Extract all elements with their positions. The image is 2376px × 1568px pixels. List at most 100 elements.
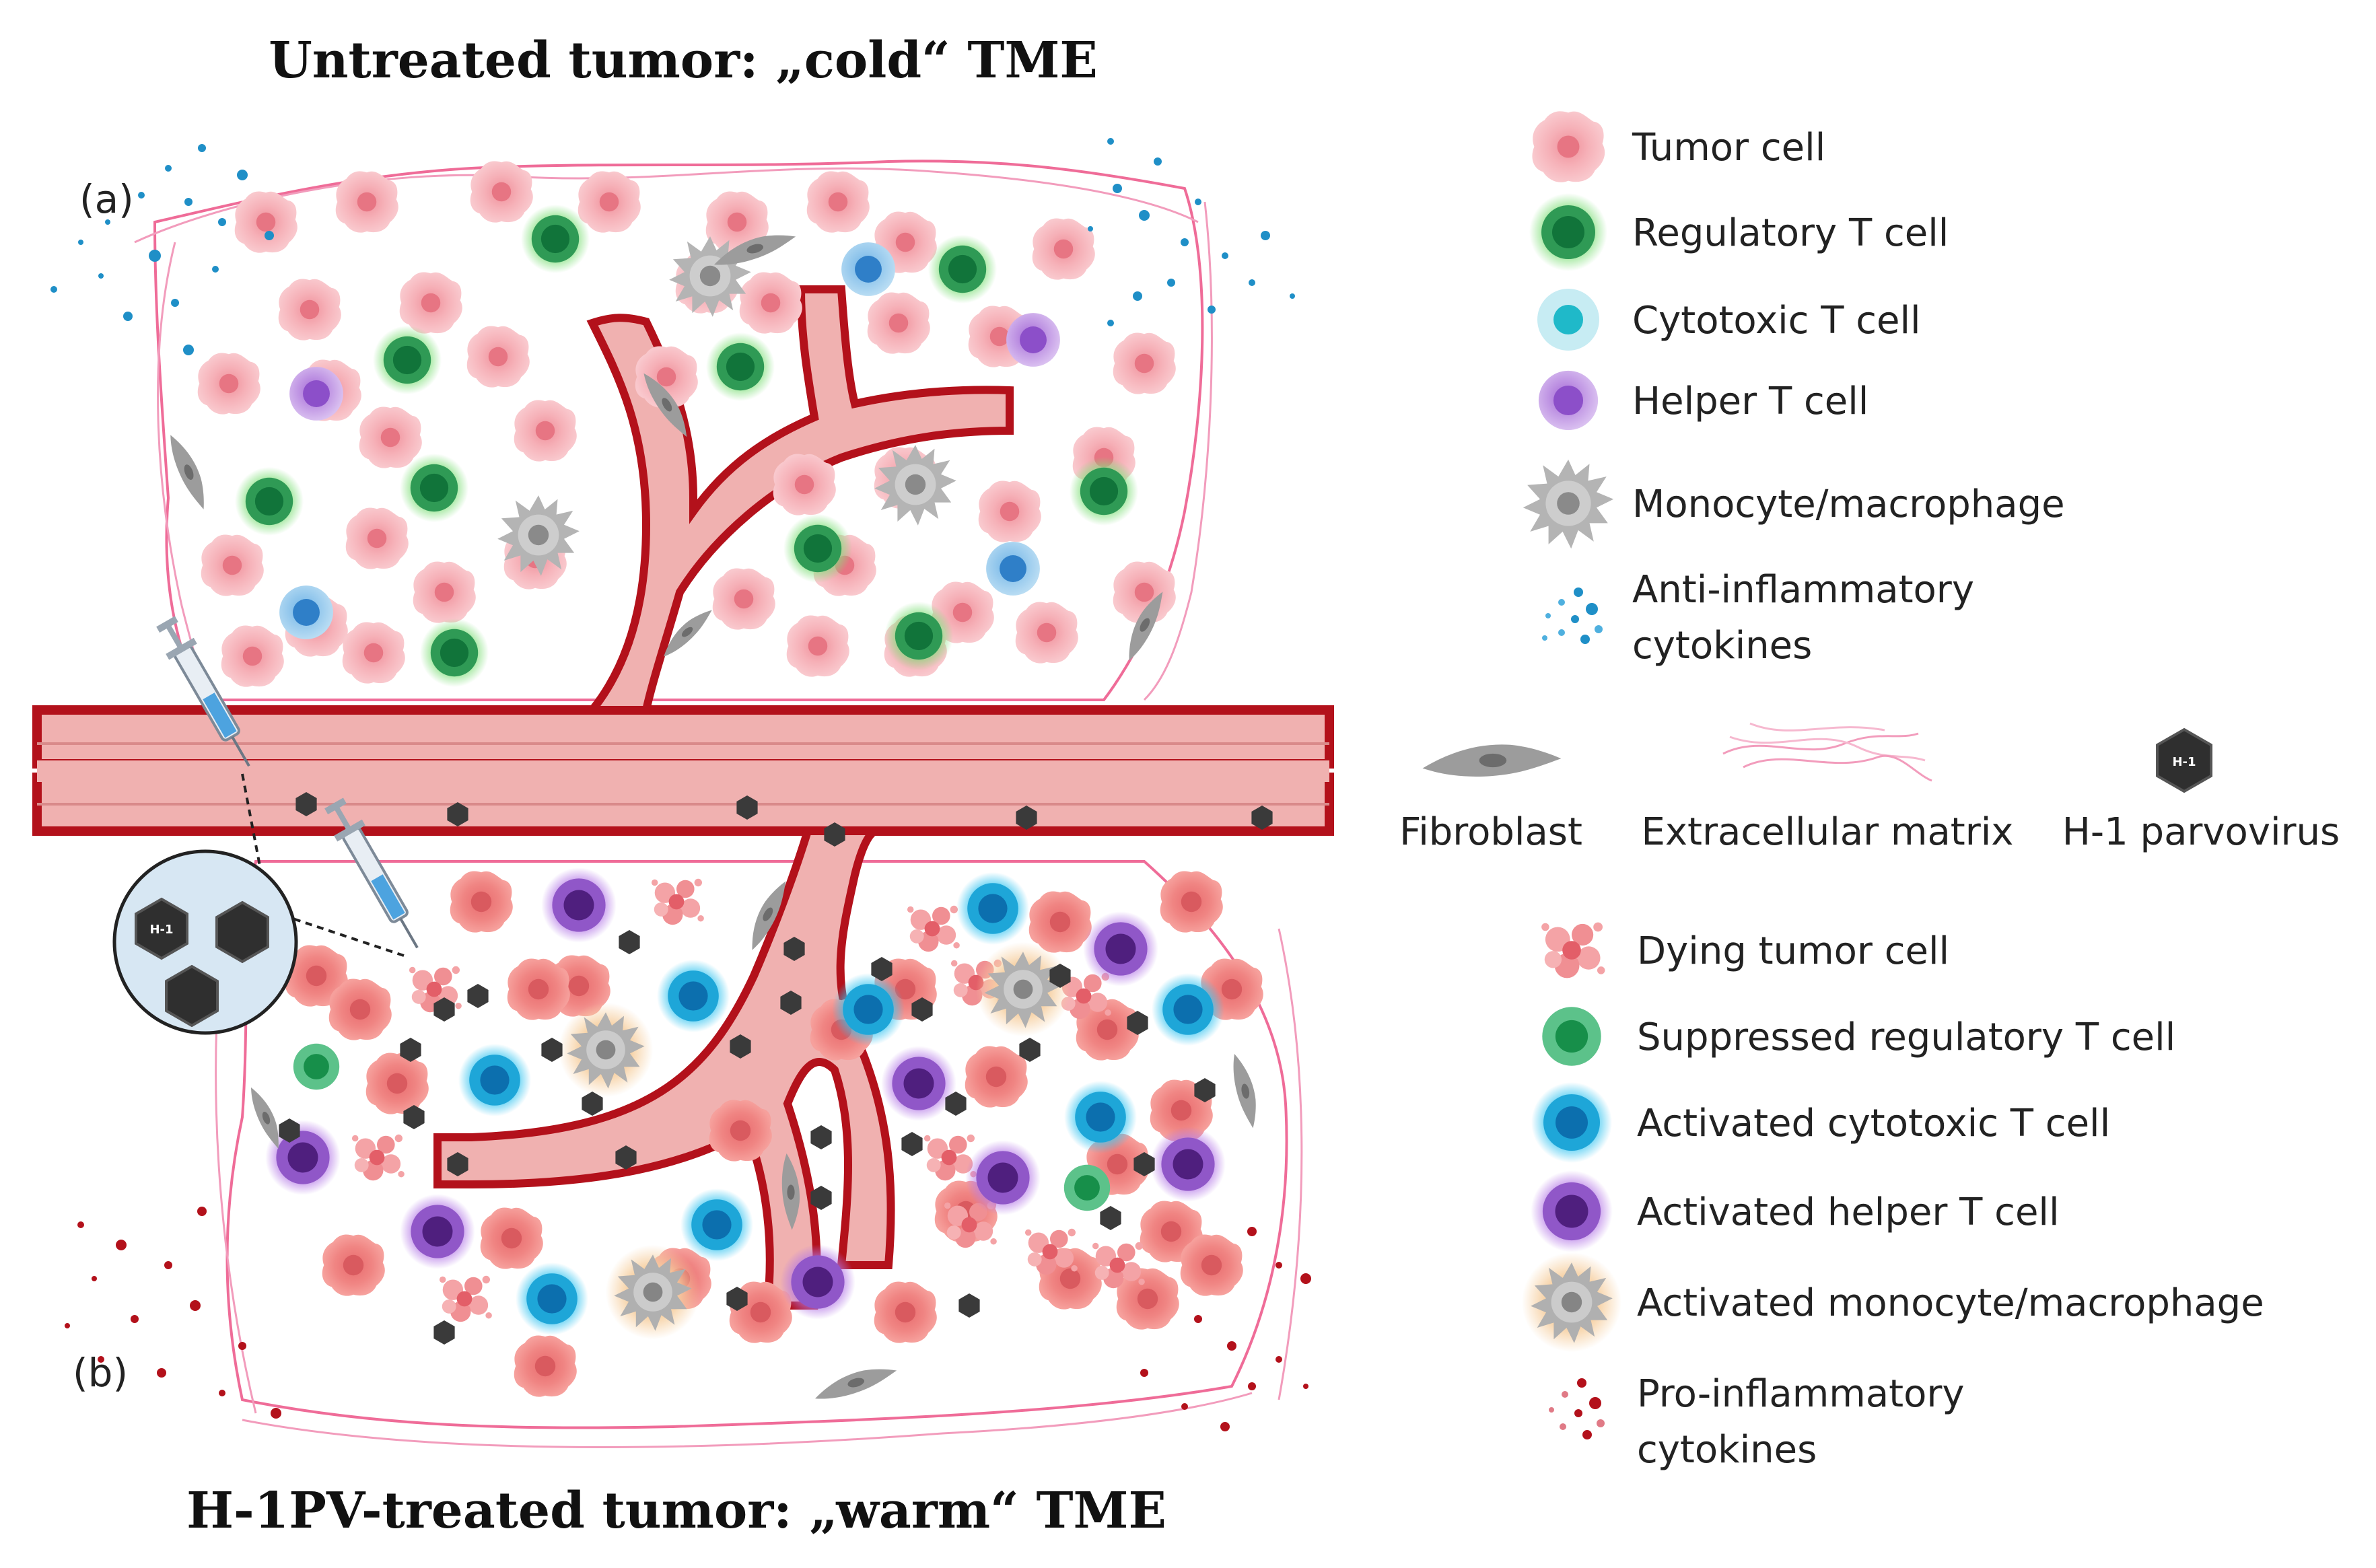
tumor-cell-icon [507,958,570,1020]
tumor-cell-icon [450,871,513,933]
cytokine-dot [198,144,206,152]
cytotoxic-t-cell-icon [841,242,895,296]
cytokine-dot [1154,157,1162,166]
title-treated: H-1PV-treated tumor: „warm“ TME [186,1482,1166,1540]
activated-macrophage-icon [558,1002,654,1098]
cytokine-dot [123,312,133,321]
legend-label: cytokines [1632,624,1812,668]
syringe-icon [324,797,419,949]
tumor-cell-icon [1032,218,1095,280]
cytokine-dot [212,266,219,273]
activated-cytotoxic-t-cell-icon [1064,1081,1137,1153]
title-untreated: Untreated tumor: „cold“ TME [269,32,1098,90]
cytokine-dot [197,1207,207,1216]
tumor-cell-icon [335,171,398,233]
tumor-cell-icon [234,191,298,253]
tumor-cell-icon [874,1281,937,1343]
cytokine-dot [98,1356,104,1363]
cytokine-dot [131,1315,139,1323]
blood-vessel-main [32,705,1334,836]
cytokine-dot [149,250,161,262]
tumor-cell-icon [278,279,341,341]
regulatory-t-cell-icon [884,601,954,671]
regulatory-t-cell-icon [520,204,590,274]
virus-inset: H-1 [112,849,298,1035]
cytokine-dot [271,1408,281,1419]
cytokine-dot [1195,199,1201,205]
helper-t-cell-icon [1006,313,1060,367]
regulatory-t-cell-icon [705,332,775,402]
cytokine-dot [1220,1422,1230,1431]
cytokine-dot [165,165,172,172]
tumor-cell-icon [1028,891,1092,953]
cytokine-dot [105,219,110,225]
cytokine-dot [265,231,274,240]
legend-label: Pro-inflammatory [1637,1372,1965,1416]
helper-t-cell-icon [289,367,343,421]
legend-label: Activated cytotoxic T cell [1637,1102,2110,1145]
cytokine-dot [1140,1369,1148,1377]
activated-helper-t-cell-icon [1531,1170,1613,1252]
cytokine-dot [164,1261,172,1269]
virus-label: H-1 [2172,755,2196,769]
tumor-cell-icon [322,1234,385,1296]
cytokine-dot [219,1390,225,1396]
activated-cytotoxic-t-cell-icon [516,1262,588,1335]
tumor-cell-icon [345,507,409,569]
legend-label: Anti-inflammatory [1632,568,1974,612]
tumor-cell-icon [466,326,530,388]
regulatory-t-cell-icon [419,618,489,688]
panel-label-a: (a) [79,176,134,222]
legend-label: Activated monocyte/macrophage [1637,1281,2264,1325]
helper-t-cell-icon [1538,370,1599,431]
activated-helper-t-cell-icon [541,867,617,943]
legend-item-helper-t-cell: Helper T cell [1538,370,1868,431]
cytokine-dot [1107,138,1114,145]
cytotoxic-t-cell-icon [279,585,333,639]
tumor-cell-icon [365,1053,429,1114]
tumor-cell-icon [806,171,870,233]
syringe-icon [156,616,250,767]
tumor-cell-icon [978,480,1041,542]
tumor-cell-icon [739,272,802,334]
cytokine-dot [1139,210,1150,221]
cytokine-dot [183,345,194,355]
cytokine-dot [1133,291,1142,301]
legend-item-activated-macrophage: Activated monocyte/macrophage [1521,1252,2264,1353]
tumor-cell-icon [328,978,392,1040]
tumor-cell-icon [578,171,641,233]
legend-item-extracellular-matrix: Extracellular matrix [1642,722,2013,854]
legend-item-activated-helper-t-cell: Activated helper T cell [1531,1170,2060,1252]
tumor-cell-icon [1160,871,1223,933]
legend-item-activated-cytotoxic-t-cell: Activated cytotoxic T cell [1531,1082,2110,1163]
legend-item-anti-inflammatory-cytokines: Anti-inflammatory cytokines [1542,568,1974,668]
suppressed-regulatory-t-cell-icon [1542,1007,1601,1066]
tumor-cell-icon [221,625,284,687]
regulatory-t-cell-icon [783,513,853,583]
cytokine-dot [1194,1315,1202,1323]
cytokine-dot [138,192,145,199]
legend-label: Monocyte/macrophage [1632,483,2065,526]
cytokine-dot [1249,279,1255,286]
legend-item-cytotoxic-t-cell: Cytotoxic T cell [1537,289,1921,351]
activated-cytotoxic-t-cell-icon [657,960,730,1032]
cytokine-dot [1303,1384,1308,1389]
legend-label: cytokines [1637,1428,1817,1472]
legend-item-tumor-cell: Tumor cell [1532,111,1825,182]
cytokine-dot [65,1323,70,1328]
legend-label: H-1 parvovirus [2062,810,2340,854]
regulatory-t-cell-icon [1069,456,1139,526]
tumor-cell-icon [786,615,849,677]
cytokine-dot [157,1368,166,1378]
cytokine-dot [1208,306,1216,314]
activated-cytotoxic-t-cell-icon [458,1044,531,1116]
legend-item-macrophage: Monocyte/macrophage [1523,459,2065,549]
activated-cytotoxic-t-cell-icon [1152,973,1224,1046]
cytokine-dot [78,240,83,245]
cytokine-dot [184,198,193,206]
legend-label: Tumor cell [1632,126,1825,170]
virus-label: H-1 [149,923,173,937]
cytokine-dot [1167,279,1175,287]
cytokine-dot [237,170,248,180]
